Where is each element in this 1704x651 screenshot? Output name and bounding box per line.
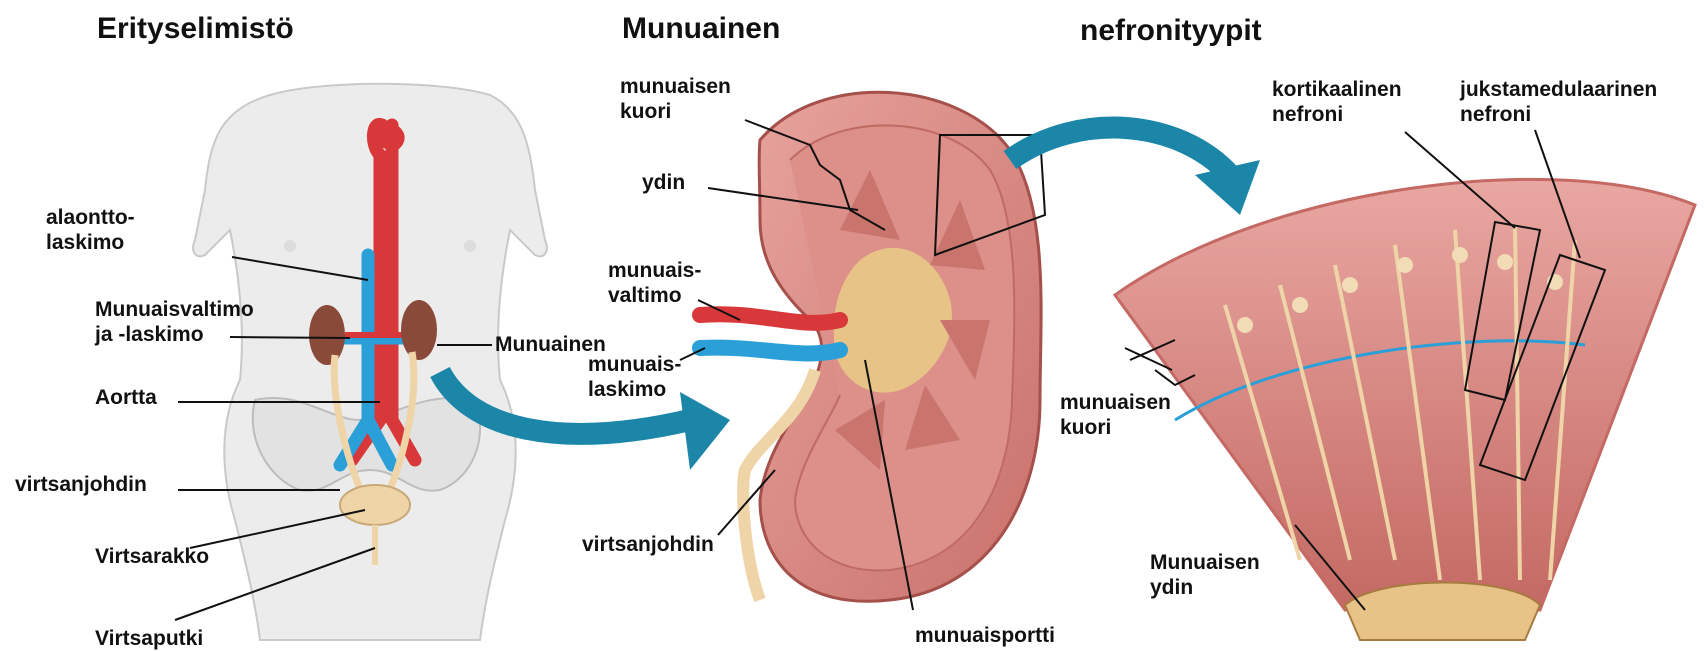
label-medulla-right-line2: ydin [1150, 575, 1260, 600]
label-vena-cava-line2: laskimo [46, 230, 135, 255]
label-cortex-right-line1: munuaisen [1060, 390, 1171, 415]
label-renal-artery-line2: valtimo [608, 283, 701, 308]
label-renal-artery-line1: munuais- [608, 258, 701, 283]
label-medulla-right-line1: Munuaisen [1150, 550, 1260, 575]
title-urinary-system: Erityselimistö [97, 12, 294, 46]
label-cortex-mid-line1: munuaisen [620, 74, 731, 99]
label-renal-artery: munuais- valtimo [608, 258, 701, 308]
label-renal-vein-line1: munuais- [588, 352, 681, 377]
label-juxta-nephron: jukstamedulaarinen nefroni [1460, 77, 1657, 127]
label-cortical-nephron: kortikaalinen nefroni [1272, 77, 1402, 127]
label-urethra: Virtsaputki [95, 626, 203, 651]
label-ureter-mid: virtsanjohdin [582, 532, 714, 557]
label-hilum: munuaisportti [915, 623, 1055, 648]
title-kidney: Munuainen [622, 12, 780, 46]
label-bladder: Virtsarakko [95, 544, 209, 569]
label-renal-vessels: Munuaisvaltimo ja -laskimo [95, 297, 254, 347]
label-vena-cava: alaontto- laskimo [46, 205, 135, 255]
label-cortex-right: munuaisen kuori [1060, 390, 1171, 440]
label-cortical-nephron-line2: nefroni [1272, 102, 1402, 127]
label-aorta: Aortta [95, 385, 157, 410]
label-cortex-mid-line2: kuori [620, 99, 731, 124]
label-vena-cava-line1: alaontto- [46, 205, 135, 230]
label-juxta-nephron-line2: nefroni [1460, 102, 1657, 127]
label-juxta-nephron-line1: jukstamedulaarinen [1460, 77, 1657, 102]
label-renal-vessels-line2: ja -laskimo [95, 322, 254, 347]
label-cortex-right-line2: kuori [1060, 415, 1171, 440]
label-cortical-nephron-line1: kortikaalinen [1272, 77, 1402, 102]
label-medulla-mid: ydin [642, 170, 685, 195]
label-renal-vessels-line1: Munuaisvaltimo [95, 297, 254, 322]
label-ureter-left: virtsanjohdin [15, 472, 147, 497]
kidney-section [700, 92, 1041, 601]
title-nephron-types: nefronityypit [1080, 14, 1262, 48]
arrow-to-nephrons [1010, 128, 1260, 215]
label-cortex-mid: munuaisen kuori [620, 74, 731, 124]
label-renal-vein: munuais- laskimo [588, 352, 681, 402]
label-medulla-right: Munuaisen ydin [1150, 550, 1260, 600]
label-renal-vein-line2: laskimo [588, 377, 681, 402]
